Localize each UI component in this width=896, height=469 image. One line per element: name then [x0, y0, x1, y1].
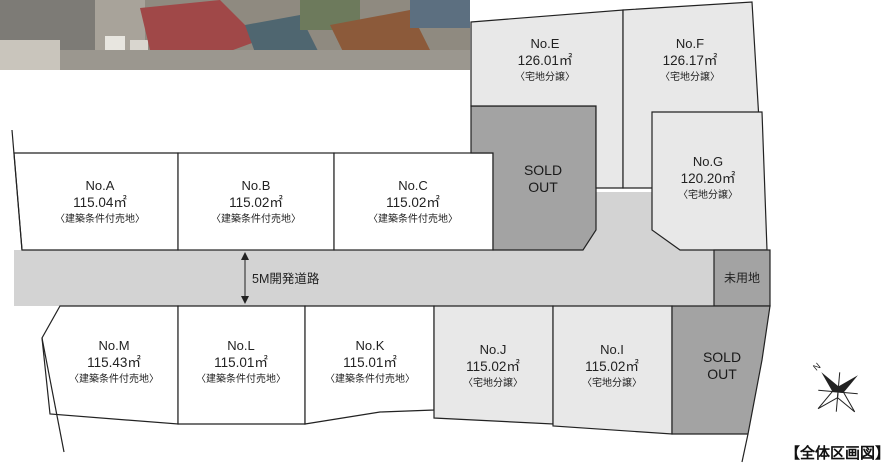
lot-i-area: 115.02㎡	[585, 359, 639, 374]
lot-h-sold[interactable]	[671, 305, 771, 435]
lot-l-name: No.L	[227, 338, 254, 353]
lot-b[interactable]	[177, 152, 335, 251]
east-boundary-south	[741, 433, 749, 463]
lot-c[interactable]	[333, 152, 494, 251]
lot-c-area: 115.02㎡	[386, 195, 440, 210]
lot-m-note: 〈建築条件付売地〉	[69, 372, 159, 385]
sold-label-south-1: SOLD	[703, 349, 741, 365]
unused-label: 未用地	[724, 271, 760, 285]
lot-a-name: No.A	[86, 178, 115, 193]
lot-f-name: No.F	[676, 36, 704, 51]
lot-m[interactable]	[41, 305, 179, 425]
lot-a-note: 〈建築条件付売地〉	[55, 212, 145, 225]
lot-b-note: 〈建築条件付売地〉	[211, 212, 301, 225]
lot-l-area: 115.01㎡	[214, 355, 268, 370]
lot-j-area: 115.02㎡	[466, 359, 520, 374]
lot-l-note: 〈建築条件付売地〉	[196, 372, 286, 385]
lot-k[interactable]	[304, 305, 435, 425]
lot-e-area: 126.01㎡	[518, 53, 573, 68]
lot-f-note: 〈宅地分譲〉	[660, 70, 720, 83]
lot-a-area: 115.04㎡	[73, 195, 127, 210]
lot-c-note: 〈建築条件付売地〉	[368, 212, 458, 225]
double-arrow-icon	[241, 252, 249, 304]
compass-rose-icon: N	[811, 361, 858, 413]
lot-k-note: 〈建築条件付売地〉	[325, 372, 415, 385]
lot-m-area: 115.43㎡	[87, 355, 141, 370]
sold-label-north-2: OUT	[528, 179, 558, 195]
road-label: 5M開発道路	[252, 271, 320, 286]
lot-c-name: No.C	[398, 178, 428, 193]
lot-k-name: No.K	[356, 338, 385, 353]
lot-i-name: No.I	[600, 342, 624, 357]
svg-text:N: N	[811, 361, 822, 373]
sold-label-south-2: OUT	[707, 366, 737, 382]
lot-j-name: No.J	[480, 342, 507, 357]
unused-lot	[713, 249, 771, 307]
lot-e-name: No.E	[531, 36, 560, 51]
lot-f-area: 126.17㎡	[663, 53, 718, 68]
sold-label-north-1: SOLD	[524, 162, 562, 178]
lot-g-note: 〈宅地分譲〉	[678, 188, 738, 201]
lot-i-note: 〈宅地分譲〉	[582, 376, 642, 389]
development-road	[14, 250, 770, 306]
west-boundary-south	[41, 337, 65, 453]
lot-m-name: No.M	[98, 338, 129, 353]
west-boundary-north	[11, 129, 23, 251]
lot-b-name: No.B	[242, 178, 271, 193]
lot-g-name: No.G	[693, 154, 723, 169]
lot-g-area: 120.20㎡	[681, 171, 736, 186]
lot-k-area: 115.01㎡	[343, 355, 397, 370]
lot-e-note: 〈宅地分譲〉	[515, 70, 575, 83]
plan-caption: 【全体区画図】	[784, 444, 890, 462]
lot-j-note: 〈宅地分譲〉	[463, 376, 523, 389]
lot-b-area: 115.02㎡	[229, 195, 283, 210]
